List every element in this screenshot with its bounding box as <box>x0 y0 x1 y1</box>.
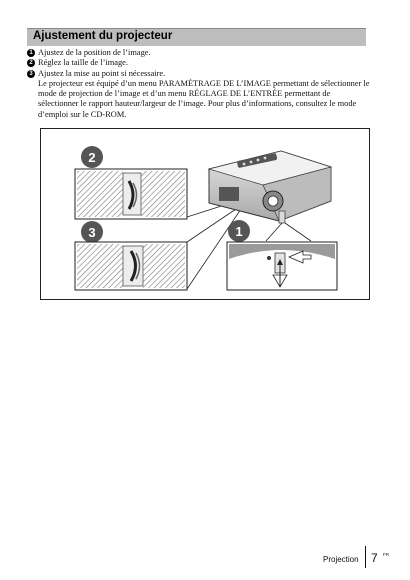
step-text: Ajustez de la position de l’image. <box>38 48 151 57</box>
page-number: 7 <box>371 551 378 565</box>
footer-divider <box>365 546 366 568</box>
step-number-badge: 3 <box>27 69 35 78</box>
footer-section-label: Projection <box>323 555 359 564</box>
step-number-badge: 2 <box>27 59 35 68</box>
step-3: 3 Ajustez la mise au point si nécessaire… <box>27 69 372 120</box>
callout-number: 2 <box>88 150 95 165</box>
step-text: Réglez la taille de l’image. <box>38 58 128 68</box>
instruction-list: 1 Ajustez de la position de l’image. 2 R… <box>27 48 372 120</box>
callout-number: 1 <box>235 224 242 239</box>
focus-ring-closeup-icon <box>74 241 188 291</box>
step-number-badge: 1 <box>27 49 35 57</box>
callout-3: 3 <box>81 221 103 243</box>
zoom-lever-closeup-icon <box>74 168 188 220</box>
step-text: Ajustez la mise au point si nécessaire. <box>38 68 166 78</box>
step-1: 1 Ajustez de la position de l’image. <box>27 48 372 58</box>
language-code: FR <box>383 552 389 557</box>
callout-number: 3 <box>88 225 95 240</box>
step-note: Le projecteur est équipé d’un menu PARAM… <box>38 78 370 119</box>
section-header-bar: Ajustement du projecteur <box>27 28 366 46</box>
callout-2: 2 <box>81 146 103 168</box>
callout-1: 1 <box>228 220 250 242</box>
tilt-foot-closeup-icon <box>226 241 338 291</box>
step-2: 2 Réglez la taille de l’image. <box>27 58 372 68</box>
section-title: Ajustement du projecteur <box>33 30 173 42</box>
figure-illustration: 2 3 <box>74 146 338 291</box>
projector-illustration-icon <box>207 150 333 224</box>
projector-adjustment-figure: 2 3 <box>40 128 370 300</box>
